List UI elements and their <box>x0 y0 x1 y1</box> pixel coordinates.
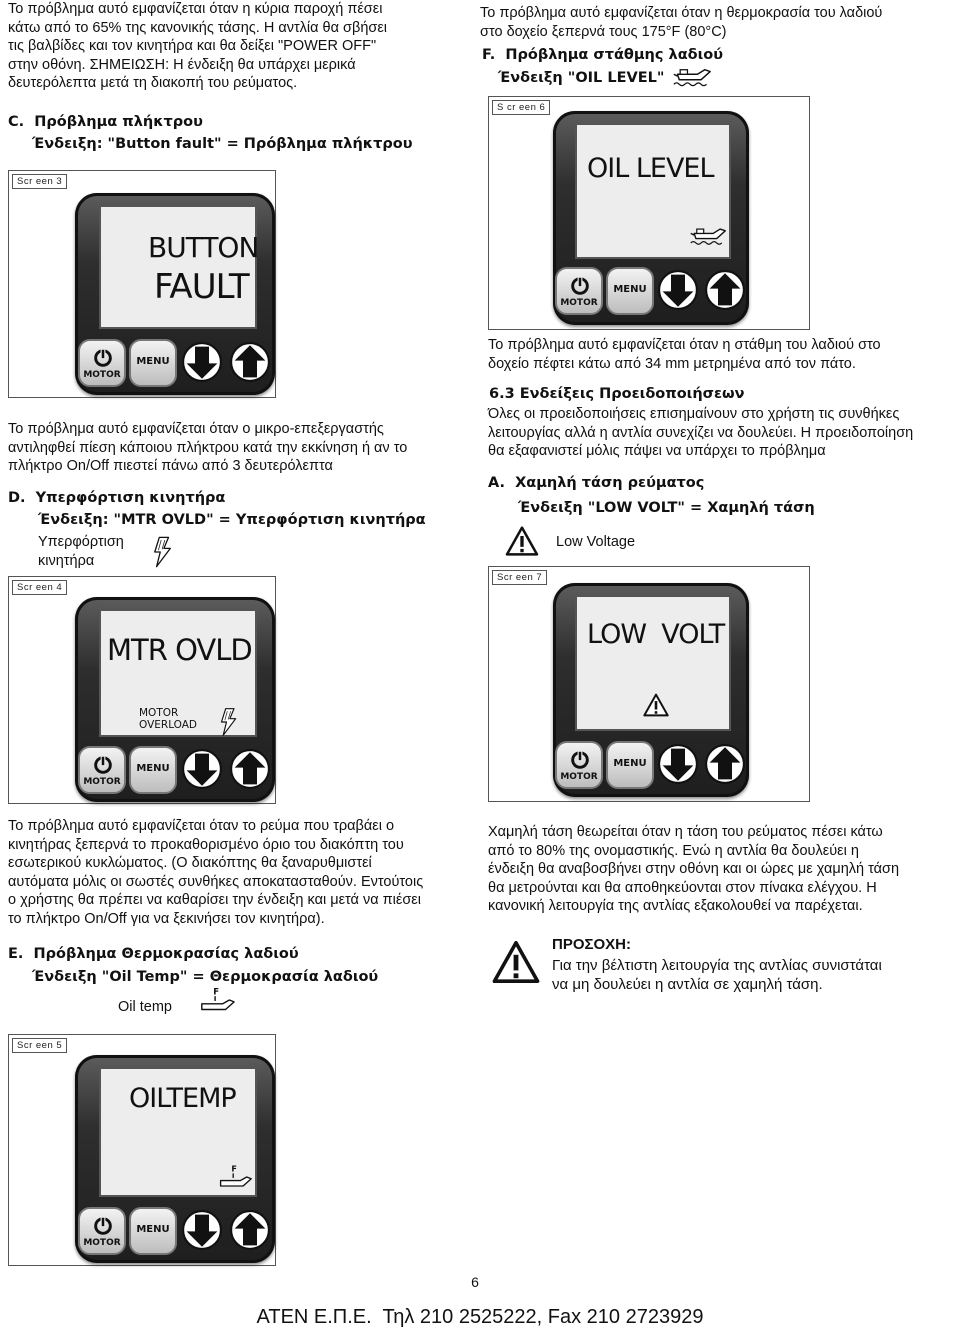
screen-5-figure: Scr een 5 OILTEMP MOTOR MENU <box>8 1034 276 1266</box>
motor-button-label: MOTOR <box>560 772 598 782</box>
screen-4-figure: Scr een 4 MTR OVLD MOTOR OVERLOAD MOTOR … <box>8 576 276 804</box>
section-a-description: Χαμηλή τάση θεωρείται όταν η τάση του ρε… <box>488 824 900 914</box>
arrow-up-icon[interactable] <box>704 743 746 785</box>
motor-button[interactable]: MOTOR <box>78 746 126 794</box>
lcd-line-1: MTR OVLD <box>107 633 253 667</box>
power-icon <box>569 277 591 295</box>
screen-6-tag: S cr een 6 <box>492 100 551 115</box>
lcd-line-1: BUTTON <box>148 231 259 264</box>
control-panel: LOW VOLT MOTOR MENU <box>553 583 749 797</box>
menu-button-label: MENU <box>613 284 647 295</box>
lcd-display: MTR OVLD MOTOR OVERLOAD <box>99 609 257 737</box>
oil-can-icon <box>689 225 727 247</box>
screen-5-tag: Scr een 5 <box>12 1038 68 1053</box>
lightning-icon <box>219 707 239 737</box>
motor-button-label: MOTOR <box>83 370 121 380</box>
power-icon <box>569 751 591 769</box>
section-f-title: F. Πρόβλημα στάθμης λαδιού <box>482 47 724 63</box>
lcd-display: BUTTON FAULT <box>99 205 259 329</box>
section-a-subtitle: Ένδειξη "LOW VOLT" = Χαμηλή τάση <box>518 500 815 516</box>
lightning-icon <box>152 535 174 569</box>
lcd-line-2: FAULT <box>154 267 250 307</box>
section-a-title: A. Χαμηλή τάση ρεύματος <box>488 475 705 491</box>
control-panel: BUTTON FAULT MOTOR MENU <box>75 193 275 395</box>
lcd-display: OIL LEVEL <box>575 123 731 259</box>
arrow-down-icon[interactable] <box>181 1209 223 1251</box>
section-e-description: Το πρόβλημα αυτό εμφανίζεται όταν η θερμ… <box>480 5 883 40</box>
menu-button[interactable]: MENU <box>606 741 654 789</box>
page-number: 6 <box>471 1274 479 1290</box>
motor-button[interactable]: MOTOR <box>78 1207 126 1255</box>
lcd-display: OILTEMP <box>99 1067 257 1197</box>
menu-button[interactable]: MENU <box>606 267 654 315</box>
section-e-subtitle: Ένδειξη "Oil Temp" = Θερμοκρασία λαδιού <box>32 969 379 985</box>
motor-button[interactable]: MOTOR <box>555 741 603 789</box>
section-d-description: Το πρόβλημα αυτό εμφανίζεται όταν το ρεύ… <box>8 818 424 927</box>
arrow-up-icon[interactable] <box>704 269 746 311</box>
lcd-line-1: OILTEMP <box>129 1083 237 1114</box>
screen-3-figure: Scr een 3 BUTTON FAULT MOTOR MENU <box>8 170 276 398</box>
intro-paragraph: Το πρόβλημα αυτό εμφανίζεται όταν η κύρι… <box>8 1 388 91</box>
menu-button[interactable]: MENU <box>129 1207 177 1255</box>
power-icon <box>92 349 114 367</box>
control-panel: OIL LEVEL MOTOR MENU <box>553 111 749 325</box>
menu-button-label: MENU <box>136 1224 170 1235</box>
arrow-down-icon[interactable] <box>181 341 223 383</box>
arrow-up-icon[interactable] <box>229 1209 271 1251</box>
arrow-down-icon[interactable] <box>657 743 699 785</box>
motor-button-label: MOTOR <box>83 777 121 787</box>
motor-button[interactable]: MOTOR <box>555 267 603 315</box>
menu-button-label: MENU <box>613 758 647 769</box>
caution-description: Για την βέλτιστη λειτουργία της αντλίας … <box>552 957 882 993</box>
screen-6-figure: S cr een 6 OIL LEVEL MOTOR MENU <box>488 96 810 330</box>
motor-button-label: MOTOR <box>83 1238 121 1248</box>
motor-button[interactable]: MOTOR <box>78 339 126 387</box>
arrow-down-icon[interactable] <box>657 269 699 311</box>
control-panel: MTR OVLD MOTOR OVERLOAD MOTOR MENU <box>75 597 275 802</box>
menu-button-label: MENU <box>136 356 170 367</box>
arrow-down-icon[interactable] <box>181 748 223 790</box>
warnings-description: Όλες οι προειδοποιήσεις επισημαίνουν στο… <box>488 406 914 459</box>
section-e-title: E. Πρόβλημα Θερμοκρασίας λαδιού <box>8 946 299 962</box>
warning-triangle-icon <box>492 940 540 984</box>
arrow-up-icon[interactable] <box>229 341 271 383</box>
caution-title: ΠΡΟΣΟΧΗ: <box>552 936 632 953</box>
screen-7-figure: Scr een 7 LOW VOLT MOTOR MENU <box>488 566 810 802</box>
oil-can-icon <box>672 66 712 88</box>
section-d-subtitle: Ένδειξη: "MTR OVLD" = Υπερφόρτιση κινητή… <box>38 512 426 528</box>
lcd-line-1: LOW VOLT <box>587 619 725 650</box>
section-d-icon-label: Υπερφόρτιση κινητήρα <box>38 534 124 569</box>
lcd-line-1: OIL LEVEL <box>587 153 715 184</box>
section-a-icon-label: Low Voltage <box>556 534 636 550</box>
section-d-title: D. Υπερφόρτιση κινητήρα <box>8 490 226 506</box>
section-e-icon-label: Oil temp <box>118 999 172 1015</box>
oil-temp-icon <box>198 985 236 1015</box>
oil-temp-icon <box>217 1163 253 1191</box>
screen-3-tag: Scr een 3 <box>12 174 68 189</box>
screen-4-tag: Scr een 4 <box>12 580 68 595</box>
company-footer: ΑΤΕΝ Ε.Π.Ε. Τηλ 210 2525222, Fax 210 272… <box>256 1306 704 1328</box>
menu-button[interactable]: MENU <box>129 339 177 387</box>
section-c-description: Το πρόβλημα αυτό εμφανίζεται όταν ο μικρ… <box>8 421 408 474</box>
control-panel: OILTEMP MOTOR MENU <box>75 1055 275 1263</box>
power-icon <box>92 1217 114 1235</box>
menu-button[interactable]: MENU <box>129 746 177 794</box>
warnings-section-title: 6.3 Ενδείξεις Προειδοποιήσεων <box>489 386 745 402</box>
arrow-up-icon[interactable] <box>229 748 271 790</box>
section-c-title: C. Πρόβλημα πλήκτρου <box>8 114 203 130</box>
warning-triangle-icon <box>505 526 539 556</box>
power-icon <box>92 756 114 774</box>
screen-7-tag: Scr een 7 <box>492 570 548 585</box>
section-f-subtitle: Ένδειξη "OIL LEVEL" <box>498 70 665 86</box>
warning-triangle-icon <box>643 693 669 717</box>
section-c-subtitle: Ένδειξη: "Button fault" = Πρόβλημα πλήκτ… <box>32 136 413 152</box>
lcd-sub-text: MOTOR OVERLOAD <box>139 707 198 731</box>
motor-button-label: MOTOR <box>560 298 598 308</box>
lcd-display: LOW VOLT <box>575 595 731 731</box>
section-f-description: Το πρόβλημα αυτό εμφανίζεται όταν η στάθ… <box>488 337 881 372</box>
menu-button-label: MENU <box>136 763 170 774</box>
